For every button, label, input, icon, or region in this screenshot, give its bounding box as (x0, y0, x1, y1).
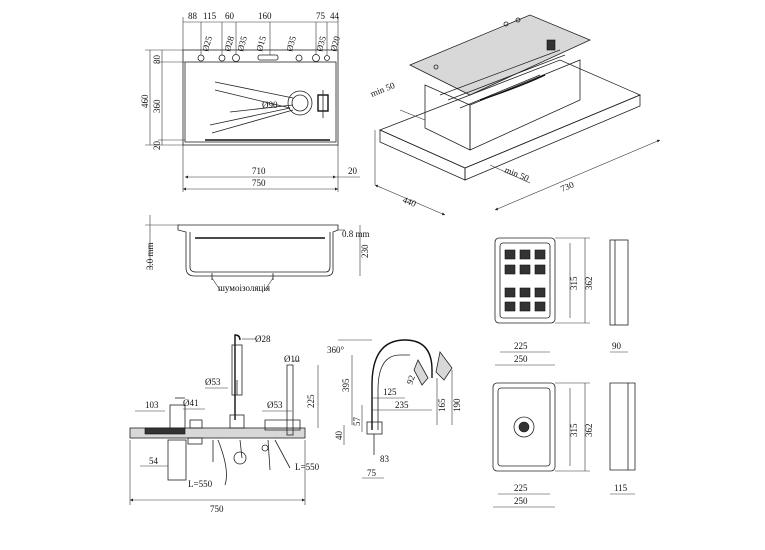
bottom-dim-20: 20 (348, 166, 358, 176)
drain-groove-lines (211, 81, 294, 134)
faucet-dim-92: 92 (404, 374, 416, 386)
colander-dim-225: 225 (514, 341, 528, 351)
acc-dim-28: Ø28 (255, 334, 271, 344)
colander-dim-90: 90 (612, 341, 622, 351)
faucet-head (435, 351, 453, 381)
board-dim-315: 315 (569, 423, 579, 437)
acc-dim-L550a: L=550 (188, 479, 213, 489)
board-drain-outer (513, 416, 535, 438)
faucet-dim-165: 165 (437, 398, 447, 412)
colander-dim-250: 250 (514, 354, 528, 364)
drain-inner (291, 94, 309, 112)
sink-isometric-view: min 50 440 min 50 730 (369, 14, 661, 216)
section-dim-3mm: 3.0 mm (145, 242, 155, 270)
hole-25: Ø25 (200, 34, 214, 52)
sink-bowl (184, 61, 337, 143)
faucet-dim-235: 235 (395, 400, 409, 410)
board-drain-inner (518, 421, 530, 433)
acc-dim-750: 750 (210, 504, 224, 514)
iso-dim-min50b: min 50 (503, 165, 531, 184)
bottom-dim-750: 750 (252, 178, 266, 188)
insulation-label: шумоізоляція (218, 283, 270, 293)
left-dim-20: 20 (152, 141, 162, 151)
top-dim-75: 75 (316, 11, 326, 21)
left-dim-360: 360 (152, 99, 162, 113)
faucet-body (234, 334, 241, 420)
colander-dim-362: 362 (584, 277, 594, 291)
colander-view: 315 362 225 250 90 (494, 237, 629, 366)
sink-outline (182, 49, 339, 146)
faucet-dim-360: 360° (327, 345, 345, 355)
sink-top-view: 88 115 60 160 75 44 Ø25 Ø28 Ø35 Ø15 Ø35 … (140, 11, 360, 192)
hole-28: Ø28 (222, 34, 236, 52)
faucet-dim-395: 395 (341, 378, 351, 392)
faucet-dim-75: 75 (367, 468, 377, 478)
hole-35b: Ø35 (284, 34, 298, 52)
iso-dim-min50a: min 50 (369, 80, 397, 99)
faucet-dim-125: 125 (383, 387, 397, 397)
faucet-dim-57: 57 (352, 417, 362, 427)
acc-dim-41: Ø41 (183, 398, 199, 408)
acc-dim-L550b: L=550 (295, 462, 320, 472)
tap-holes (197, 54, 330, 62)
drain-outer (287, 90, 313, 116)
sink-rim (409, 14, 591, 96)
accessories-view: Ø28 Ø10 Ø53 Ø41 103 Ø53 225 54 L=550 L=5… (129, 334, 320, 514)
acc-dim-103: 103 (145, 400, 159, 410)
faucet-view: 360° 395 92 125 235 165 190 57 40 83 75 (327, 339, 462, 479)
section-outline (177, 224, 339, 277)
left-dim-80: 80 (152, 55, 162, 65)
board-dim-115: 115 (614, 483, 628, 493)
faucet-dim-83: 83 (380, 454, 390, 464)
hole-20: Ø20 (328, 34, 342, 52)
sink-section-view: 3.0 mm 0.8 mm 230 шумоізоляція (145, 215, 370, 293)
board-dim-225: 225 (514, 483, 528, 493)
acc-dim-54: 54 (149, 456, 159, 466)
hole-35c: Ø35 (314, 34, 328, 52)
top-dim-44: 44 (330, 11, 340, 21)
acc-dim-53b: Ø53 (267, 400, 283, 410)
board-view: 315 362 225 250 115 (492, 382, 636, 508)
acc-dim-53a: Ø53 (205, 377, 221, 387)
section-dim-230: 230 (360, 244, 370, 258)
iso-dim-730: 730 (559, 179, 576, 194)
top-dim-115: 115 (203, 11, 217, 21)
faucet-dim-40: 40 (334, 431, 344, 441)
top-dim-60: 60 (225, 11, 235, 21)
acc-dim-225: 225 (306, 394, 316, 408)
hole-35a: Ø35 (235, 34, 249, 52)
countertop-section (129, 427, 306, 439)
hole-15: Ø15 (254, 34, 268, 52)
colander-dim-315: 315 (569, 276, 579, 290)
section-dim-08mm: 0.8 mm (342, 229, 370, 239)
faucet-spout (371, 339, 433, 430)
board-dim-362: 362 (584, 424, 594, 438)
board-dim-250: 250 (514, 496, 528, 506)
bottom-dim-710: 710 (252, 166, 266, 176)
top-dim-160: 160 (258, 11, 272, 21)
top-dim-88: 88 (188, 11, 198, 21)
faucet-dim-190: 190 (452, 398, 462, 412)
drain-dim-90: Ø90 (262, 100, 278, 110)
acc-dim-10: Ø10 (284, 354, 300, 364)
iso-dim-440: 440 (401, 195, 418, 210)
colander-perforations (504, 249, 546, 312)
left-dim-460: 460 (140, 94, 150, 108)
